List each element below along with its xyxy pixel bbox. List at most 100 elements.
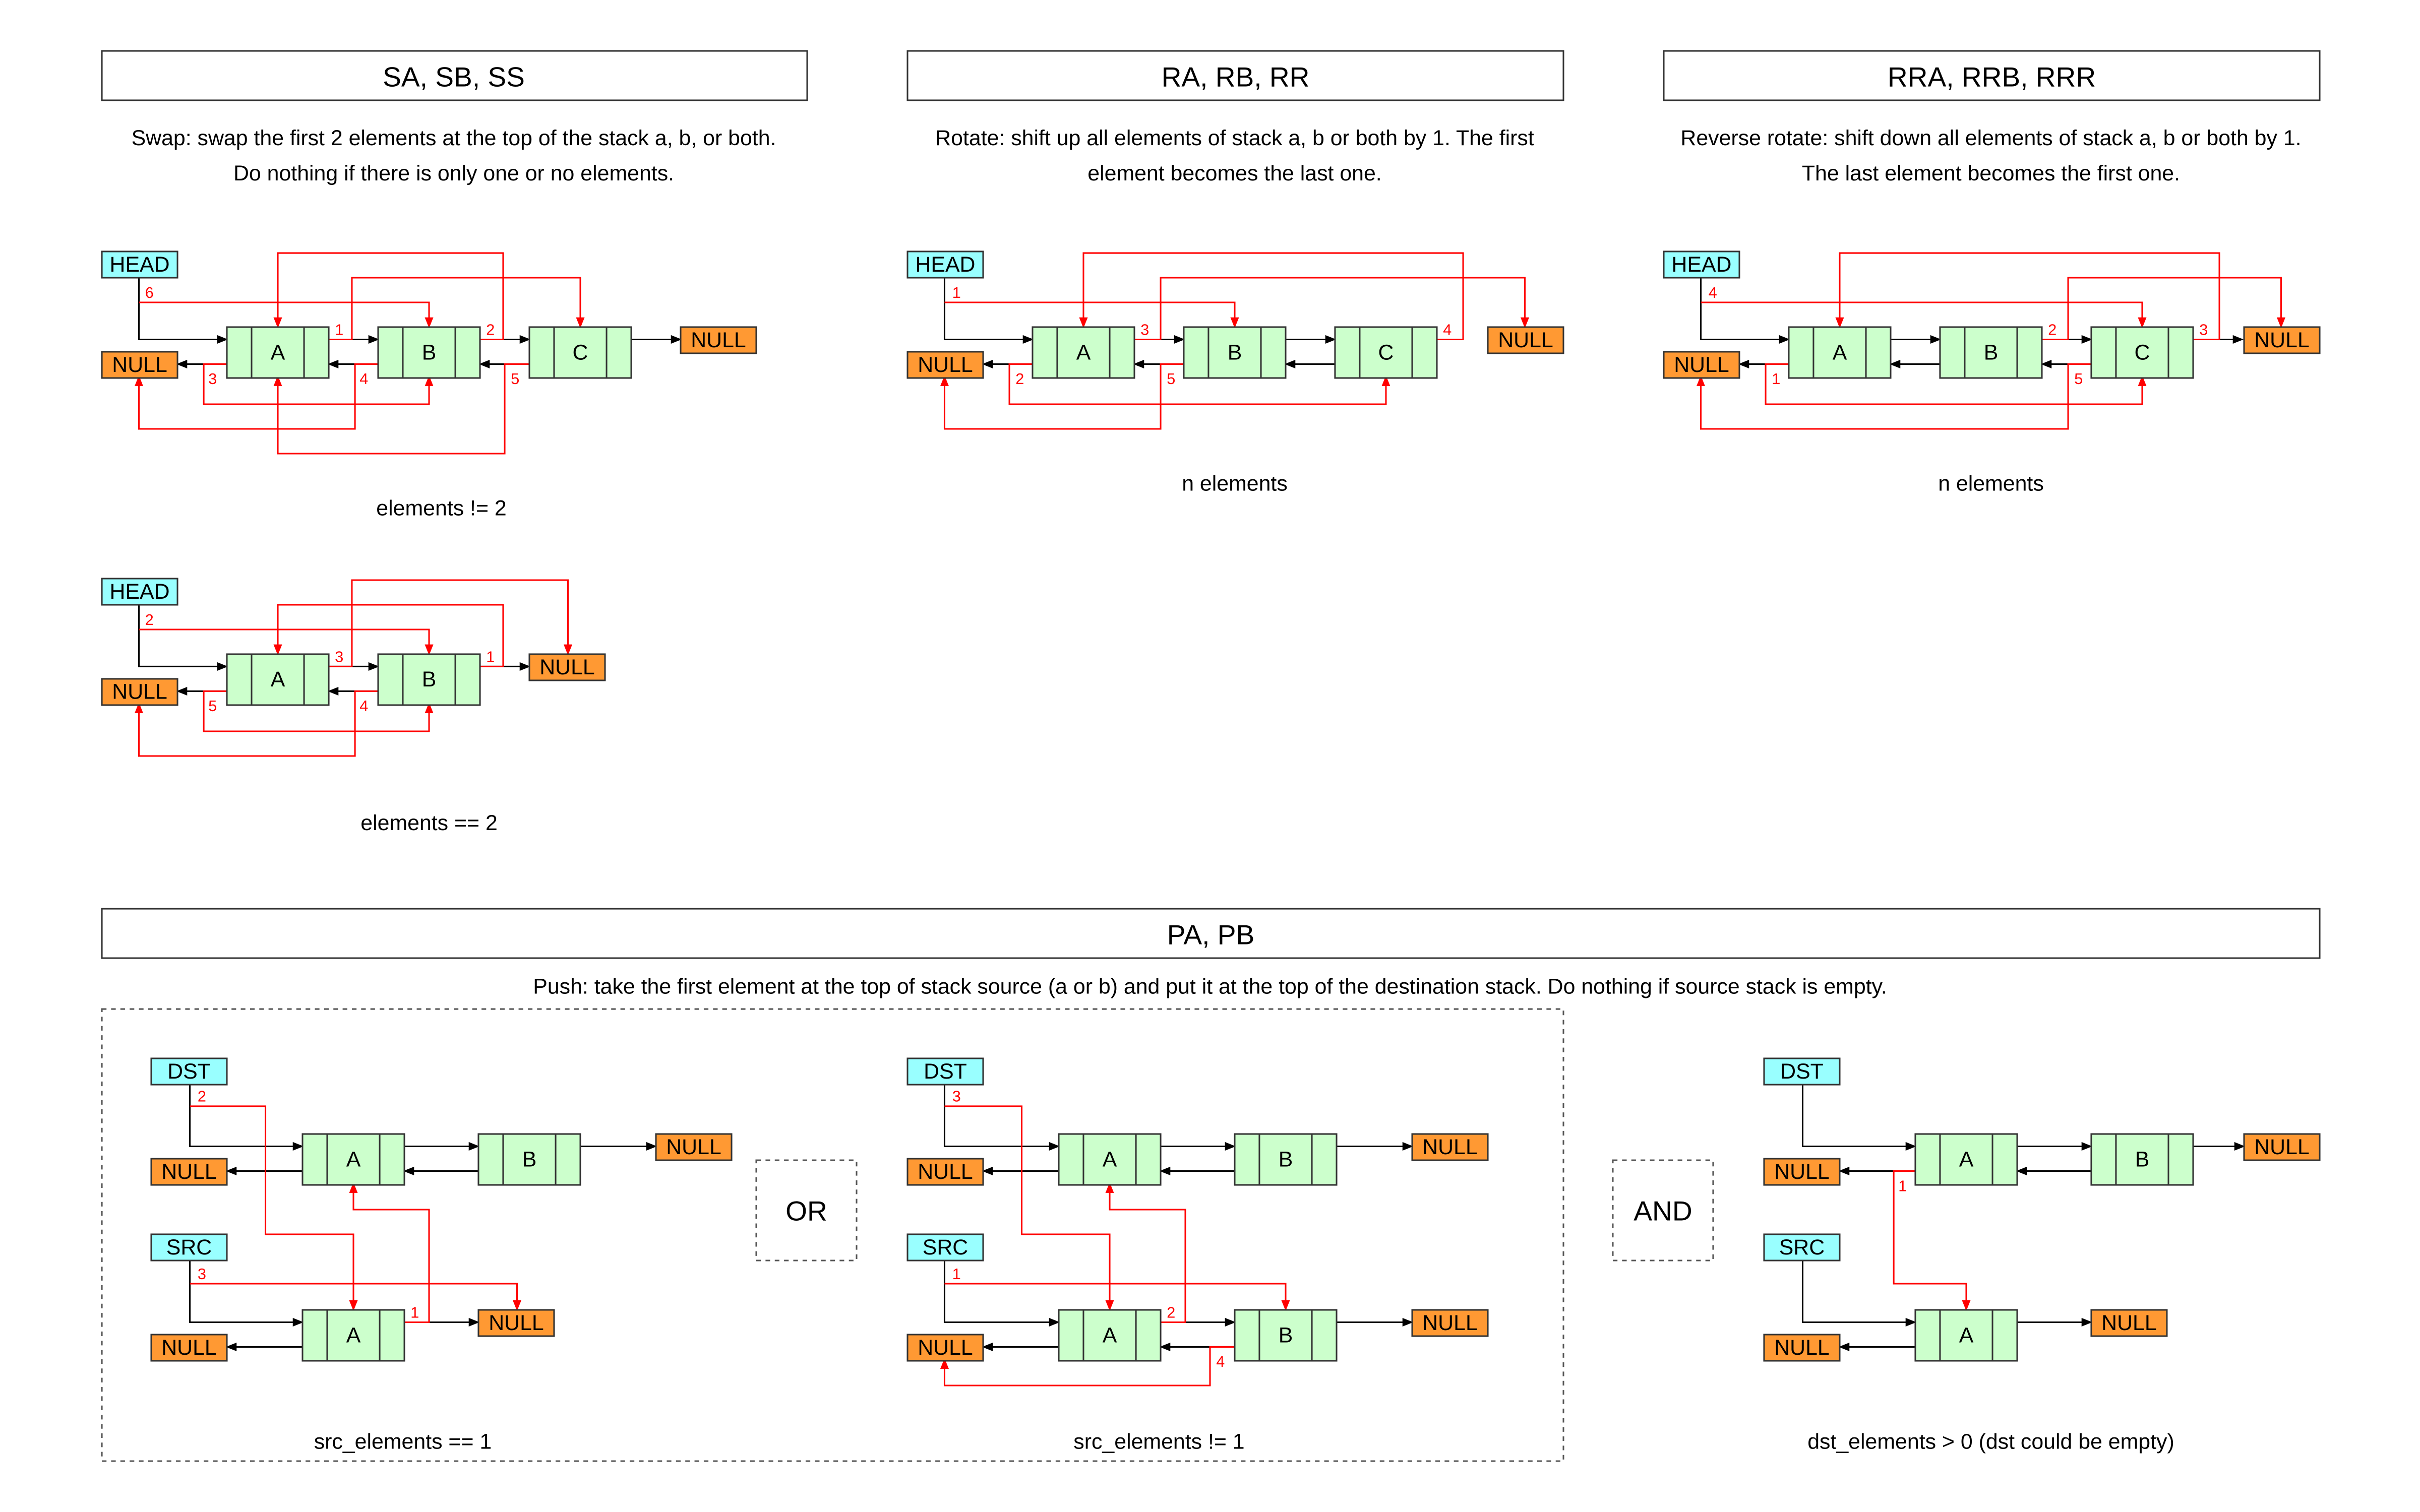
red-arrow (190, 1283, 522, 1311)
node-a: A (226, 326, 330, 379)
step-number: 2 (145, 611, 154, 628)
head-label: HEAD (110, 580, 170, 604)
step-number: 5 (2074, 370, 2083, 388)
node-label: A (346, 1147, 361, 1171)
step-number: 3 (2199, 321, 2208, 338)
null-marker (101, 351, 178, 379)
swap-title: SA, SB, SS (383, 61, 525, 92)
red-arrow (1893, 1170, 1971, 1311)
dst-pointer (1763, 1057, 1841, 1086)
null-marker (1487, 326, 1564, 354)
null-marker (477, 1309, 555, 1337)
black-arrow (1801, 1261, 1917, 1327)
step-number: 3 (1140, 321, 1149, 338)
and-label: AND (1634, 1195, 1692, 1226)
node-b: B (1183, 326, 1287, 379)
src-pointer (1763, 1233, 1841, 1262)
step-number: 1 (410, 1304, 419, 1321)
black-arrow (1801, 1083, 1917, 1151)
step-number: 5 (511, 370, 519, 388)
step-number: 3 (335, 648, 343, 665)
rotate-desc-line2: element becomes the last one. (1087, 161, 1382, 185)
null-label: NULL (918, 353, 973, 377)
head-pointer (1663, 250, 1740, 279)
src-label: SRC (923, 1235, 968, 1259)
step-number: 2 (486, 321, 495, 338)
node-label: A (271, 340, 285, 364)
null-label: NULL (1774, 1160, 1830, 1184)
null-label: NULL (161, 1160, 217, 1184)
step-number: 1 (486, 648, 495, 665)
node-label: B (1279, 1323, 1293, 1347)
push-diagram-single-source: 2 3 1 DST NULL NULL SRC NULL NULL A B (150, 1057, 733, 1454)
swap-section: SA, SB, SS Swap: swap the first 2 elemen… (101, 50, 808, 835)
red-arrow (1105, 1182, 1186, 1323)
dst-pointer (150, 1057, 228, 1086)
red-arrow (273, 604, 504, 667)
node-label: A (1103, 1323, 1117, 1347)
null-marker (150, 1158, 228, 1186)
node-a: A (301, 1133, 405, 1186)
swap-desc-line1: Swap: swap the first 2 elements at the t… (132, 126, 776, 150)
null-label: NULL (112, 353, 167, 377)
null-label: NULL (2254, 328, 2310, 352)
step-number: 1 (952, 1266, 961, 1283)
rotate-title-box (906, 50, 1564, 101)
black-arrow (943, 278, 1034, 344)
step-number: 6 (145, 284, 154, 301)
null-label: NULL (691, 328, 746, 352)
step-number: 2 (198, 1088, 206, 1105)
null-label: NULL (161, 1336, 217, 1360)
step-number: 3 (952, 1088, 961, 1105)
null-marker (1663, 351, 1740, 379)
node-a: A (1032, 326, 1135, 379)
null-label: NULL (666, 1135, 721, 1159)
node-label: B (1228, 340, 1242, 364)
red-arrow (134, 363, 378, 430)
red-arrow (940, 1346, 1235, 1387)
node-label: A (346, 1323, 361, 1347)
dst-label: DST (167, 1059, 211, 1084)
src-label: SRC (1779, 1235, 1825, 1259)
push-diagram-destination: 1 DST NULL NULL SRC NULL NULL A B (1763, 1057, 2321, 1454)
null-label: NULL (112, 680, 167, 704)
node-label: A (1833, 340, 1847, 364)
node-label: B (1279, 1147, 1293, 1171)
node-c: C (528, 326, 632, 379)
null-label: NULL (1774, 1336, 1830, 1360)
node-b: B (377, 653, 481, 706)
black-arrow (943, 1261, 1060, 1327)
null-marker (1411, 1309, 1489, 1337)
null-marker (1411, 1133, 1489, 1161)
rotate-title: RA, RB, RR (1162, 61, 1310, 92)
step-number: 4 (359, 370, 368, 388)
dst-label: DST (924, 1059, 967, 1084)
step-number: 1 (1898, 1177, 1907, 1194)
red-arrow (203, 363, 434, 405)
step-number: 5 (1167, 370, 1175, 388)
null-marker (101, 678, 178, 706)
null-marker (1763, 1334, 1841, 1362)
node-label: B (422, 667, 437, 691)
red-arrow (2042, 277, 2286, 340)
reverse-title-box (1663, 50, 2321, 101)
red-arrow (1134, 277, 1530, 340)
dst-label: DST (1780, 1059, 1824, 1084)
reverse-desc-line2: The last element becomes the first one. (1802, 161, 2180, 185)
node-label: C (573, 340, 588, 364)
or-box (755, 1159, 858, 1262)
node-label: B (1984, 340, 1999, 364)
null-label: NULL (1498, 328, 1553, 352)
node-label: B (522, 1147, 537, 1171)
step-number: 4 (1443, 321, 1451, 338)
step-number: 1 (952, 284, 961, 301)
node-label: A (1959, 1147, 1974, 1171)
null-marker (528, 653, 606, 681)
null-marker (906, 351, 984, 379)
head-pointer (906, 250, 984, 279)
src-pointer (150, 1233, 228, 1262)
step-number: 5 (208, 698, 217, 715)
null-label: NULL (1422, 1135, 1478, 1159)
red-arrow (944, 1283, 1290, 1311)
